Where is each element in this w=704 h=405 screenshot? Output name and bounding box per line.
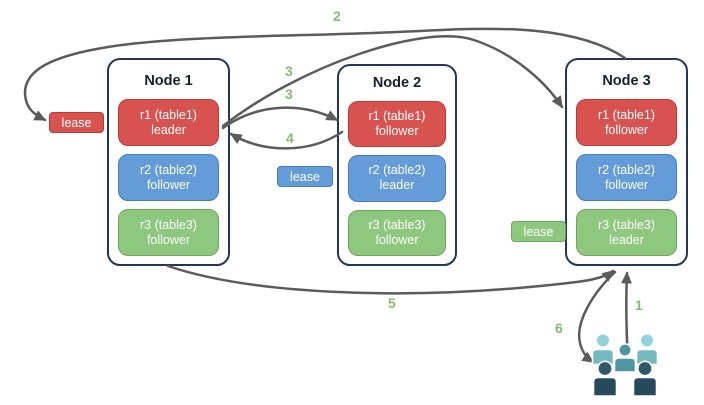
- node-2-replica-r3: r3 (table3) follower: [348, 209, 446, 256]
- replica-role: follower: [604, 122, 649, 137]
- replica-name: r2 (table2): [140, 162, 197, 177]
- lease-tag-green: lease: [511, 221, 566, 242]
- arrow-step-3-to-node2: [221, 106, 339, 130]
- replica-name: r1 (table1): [140, 107, 197, 122]
- step-label-4: 4: [286, 130, 294, 146]
- node-1-title: Node 1: [144, 73, 193, 89]
- replica-name: r1 (table1): [598, 107, 655, 122]
- step-label-5: 5: [388, 295, 396, 311]
- replica-name: r1 (table1): [368, 109, 426, 124]
- replica-role: leader: [609, 232, 644, 247]
- replica-role: follower: [146, 232, 191, 247]
- node-3-replica-r2: r2 (table2) follower: [576, 154, 677, 201]
- replica-name: r2 (table2): [598, 162, 655, 177]
- step-label-3a: 3: [285, 63, 293, 79]
- step-label-1: 1: [635, 297, 643, 313]
- node-1-replica-r2: r2 (table2) follower: [118, 154, 219, 201]
- replica-role: follower: [375, 124, 419, 139]
- step-label-2: 2: [333, 8, 341, 24]
- node-1-replica-r1: r1 (table1) leader: [118, 99, 219, 146]
- arrow-step-6: [577, 270, 617, 364]
- node-2-replica-r2: r2 (table2) leader: [348, 155, 446, 202]
- replica-role: leader: [379, 178, 415, 193]
- node-3: Node 3 r1 (table1) follower r2 (table2) …: [565, 58, 688, 266]
- step-label-3b: 3: [285, 86, 293, 102]
- replica-name: r3 (table3): [140, 217, 197, 232]
- arrow-step-5: [166, 264, 615, 295]
- step-label-6: 6: [555, 320, 563, 336]
- node-2: Node 2 r1 (table1) follower r2 (table2) …: [337, 64, 457, 266]
- arrow-step-1: [621, 271, 633, 354]
- replica-name: r3 (table3): [368, 217, 426, 232]
- replica-role: follower: [146, 177, 191, 192]
- node-1: Node 1 r1 (table1) leader r2 (table2) fo…: [107, 58, 230, 266]
- replica-name: r3 (table3): [598, 217, 655, 232]
- node-1-replica-r3: r3 (table3) follower: [118, 209, 219, 256]
- node-2-replica-r1: r1 (table1) follower: [348, 101, 446, 148]
- lease-tag-red: lease: [49, 112, 104, 133]
- node-3-title: Node 3: [602, 73, 651, 89]
- node-3-replica-r1: r1 (table1) follower: [576, 99, 677, 146]
- lease-tag-blue: lease: [277, 166, 333, 187]
- node-3-replica-r3: r3 (table3) leader: [576, 209, 677, 256]
- replica-name: r2 (table2): [368, 163, 426, 178]
- replica-role: follower: [604, 177, 649, 192]
- node-2-title: Node 2: [372, 75, 422, 91]
- replica-role: follower: [375, 232, 419, 247]
- replica-role: leader: [151, 122, 186, 137]
- users-group-icon: [591, 332, 659, 397]
